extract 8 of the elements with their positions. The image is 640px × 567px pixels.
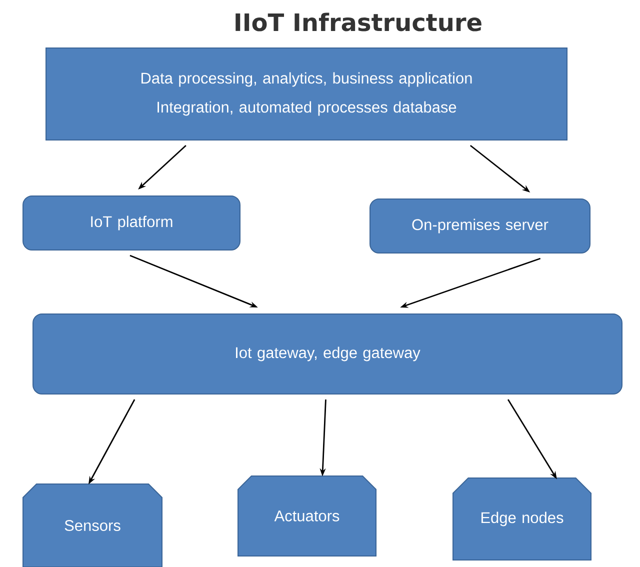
device-box: Actuators — [238, 476, 376, 556]
device-box: Sensors — [22, 484, 162, 567]
title: IIoT Infrastructure — [236, 12, 482, 32]
process-box: On-premises server — [370, 198, 590, 254]
gateway-box: Iot gateway, edge gateway — [32, 314, 622, 394]
device-box: Edge nodes — [452, 478, 592, 560]
process-box: Data processing, analytics, business application Integration, automated processes database — [46, 48, 568, 140]
process-box: IoT platform — [22, 196, 240, 250]
